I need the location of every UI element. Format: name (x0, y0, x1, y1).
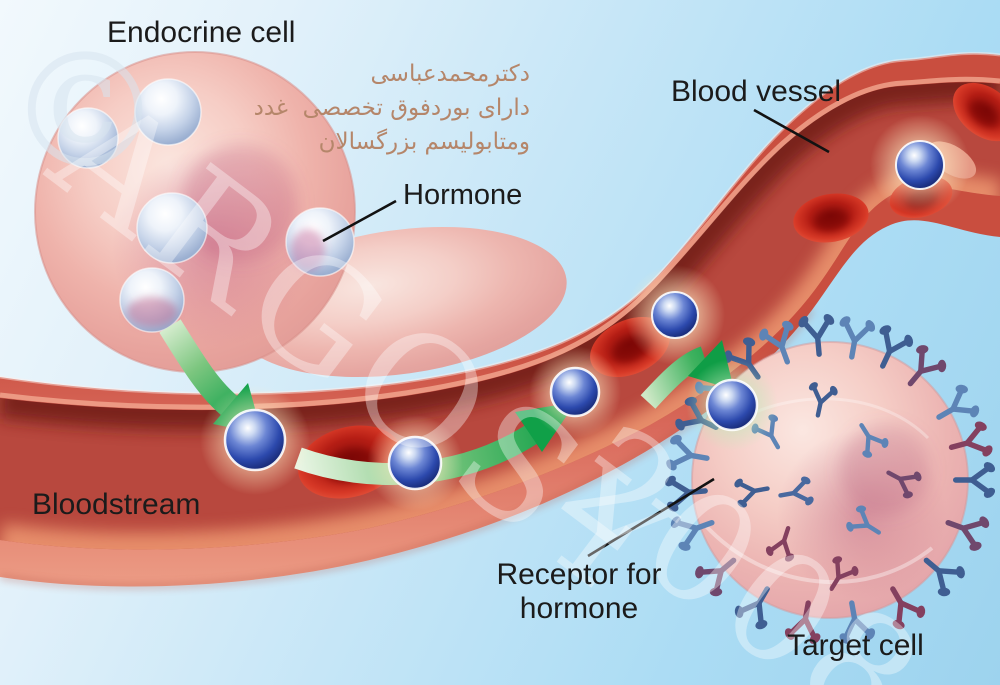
hormone-vesicle (57, 107, 119, 169)
vesicle-tint (291, 229, 325, 271)
blood-vessel-label: Blood vessel (671, 75, 842, 108)
persian-caption-line3: ومتابولیسم بزرگسالان (318, 129, 530, 155)
hormone-sphere-bound (705, 378, 759, 432)
blood-vessel-leader-line (753, 108, 830, 154)
cell-swirl (703, 523, 934, 585)
arrow-to-target (640, 346, 708, 409)
free-hormones (200, 346, 778, 511)
endocrine-cell-label: Endocrine cell (107, 16, 296, 49)
persian-caption-line2: دارای بوردفوق تخصصی غدد (253, 95, 530, 121)
hormone-leader-line (322, 199, 397, 243)
receptor-for-hormone-label: Receptor for hormone (496, 558, 662, 625)
leader-lines (322, 108, 830, 558)
hormone-label: Hormone (403, 179, 523, 211)
bloodstream-label: Bloodstream (32, 488, 201, 521)
endocrine-cell-blotch (182, 145, 298, 261)
hormone-sphere (549, 366, 601, 418)
target-cell-label: Target cell (787, 629, 924, 662)
receptor-leader-line (587, 477, 715, 558)
hormone-sphere (223, 408, 287, 472)
hormone-vesicle (134, 78, 202, 146)
vesicle-tint (127, 297, 177, 327)
hormone-vesicle (136, 192, 208, 264)
hormone-sphere (895, 140, 945, 190)
endocrine-cell-graphic (34, 51, 567, 378)
hormone-sphere (387, 435, 443, 491)
red-blood-cell (793, 193, 869, 243)
hormone-sphere (651, 291, 699, 339)
red-blood-cell (953, 82, 1000, 142)
persian-caption-line1: دکترمحمدعباسی (370, 61, 530, 87)
persian-caption: دکترمحمدعباسی دارای بوردفوق تخصصی غدد وم… (238, 57, 530, 159)
